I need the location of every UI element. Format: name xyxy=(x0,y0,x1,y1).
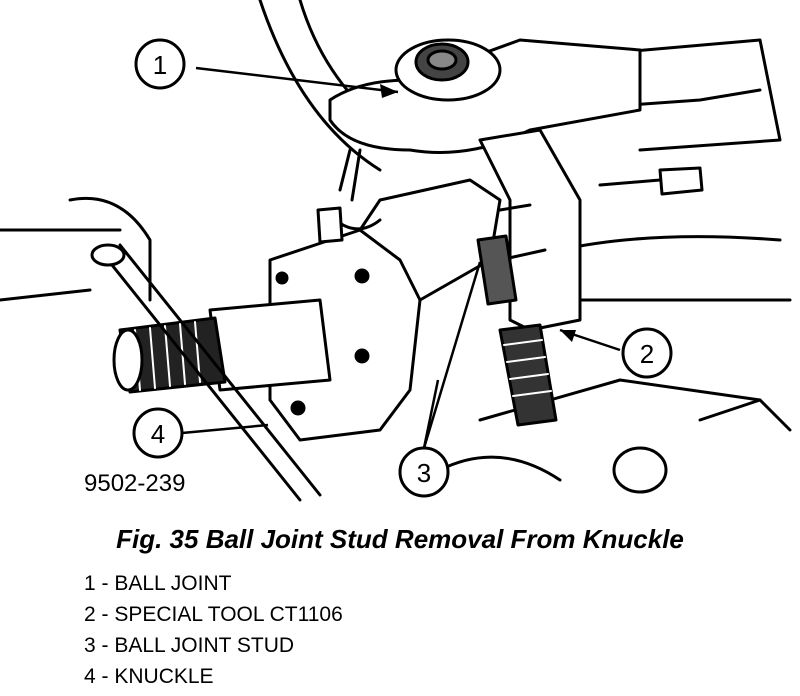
leader-line-4 xyxy=(181,423,269,435)
upper-right-arm xyxy=(528,38,782,152)
figure-code: 9502-239 xyxy=(84,470,186,497)
legend-label: BALL JOINT xyxy=(114,572,232,595)
legend-item: 1 - BALL JOINT xyxy=(84,572,232,595)
callout-4: 4 xyxy=(132,407,184,459)
tool-screw xyxy=(498,323,558,427)
legend-number: 4 xyxy=(84,665,96,688)
leader-line-3 xyxy=(422,261,482,449)
special-tool-press xyxy=(478,128,582,332)
lower-right-frame xyxy=(558,235,792,302)
callout-2: 2 xyxy=(621,327,673,379)
legend-item: 4 - KNUCKLE xyxy=(84,665,214,688)
bolt xyxy=(658,166,704,196)
ball-joint-diagram: 1 2 3 4 xyxy=(0,0,792,502)
background-arc xyxy=(68,196,152,302)
rotor-left-edge xyxy=(0,228,122,302)
leader-line-1 xyxy=(195,66,399,94)
spindle xyxy=(208,298,332,392)
legend-number: 1 xyxy=(84,572,96,595)
legend-item: 2 - SPECIAL TOOL CT1106 xyxy=(84,603,343,626)
legend-list: 1 - BALL JOINT 2 - SPECIAL TOOL CT1106 3… xyxy=(84,568,343,692)
legend-item: 3 - BALL JOINT STUD xyxy=(84,634,295,657)
figure-caption: Fig. 35 Ball Joint Stud Removal From Knu… xyxy=(116,524,684,554)
callout-1: 1 xyxy=(134,38,186,90)
legend-label: KNUCKLE xyxy=(114,665,214,688)
svg-text:4: 4 xyxy=(151,419,165,449)
svg-text:2: 2 xyxy=(640,339,654,369)
legend-label: BALL JOINT STUD xyxy=(114,634,295,657)
steering-knuckle xyxy=(268,228,422,442)
callout-3: 3 xyxy=(398,446,450,498)
leader-line-3b xyxy=(422,379,440,449)
legend-label: SPECIAL TOOL CT1106 xyxy=(114,603,343,626)
svg-text:1: 1 xyxy=(153,50,167,80)
svg-text:3: 3 xyxy=(417,458,431,488)
legend-number: 2 xyxy=(84,603,96,626)
legend-number: 3 xyxy=(84,634,96,657)
ball-joint-stud xyxy=(476,234,518,306)
tie-rod xyxy=(98,243,322,502)
